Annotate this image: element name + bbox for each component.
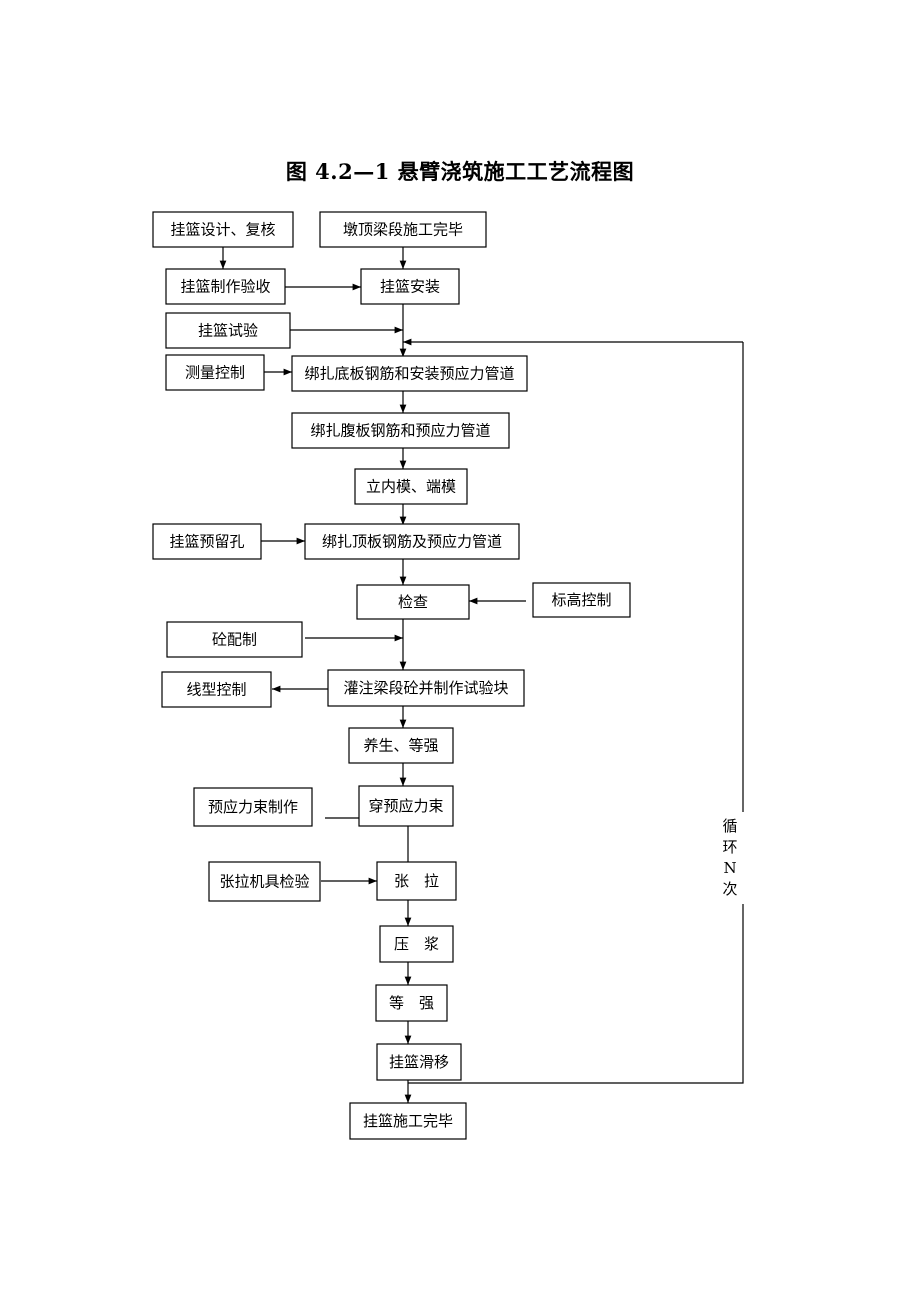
svg-text:挂篮设计、复核: 挂篮设计、复核 [170,221,275,239]
loop-char-3: N [723,859,736,877]
node-strand-making: 预应力束制作 [193,787,313,827]
node-inner-formwork: 立内模、端模 [354,468,468,505]
node-inspection: 检查 [356,584,470,620]
node-pour-concrete: 灌注梁段砼并制作试验块 [327,669,525,707]
svg-text:挂篮滑移: 挂篮滑移 [389,1053,449,1071]
svg-text:挂篮试验: 挂篮试验 [198,322,258,340]
node-hanger-move: 挂篮滑移 [376,1043,462,1081]
connectors [219,247,744,1103]
node-hanger-done: 挂篮施工完毕 [349,1102,467,1140]
svg-text:张 拉: 张 拉 [394,872,439,890]
node-bottom-rebar: 绑扎底板钢筋和安装预应力管道 [291,355,528,392]
node-pier-top-done: 墩顶梁段施工完毕 [319,211,487,248]
loop-return-line [408,342,744,1084]
node-top-rebar: 绑扎顶板钢筋及预应力管道 [304,523,520,560]
svg-text:挂篮制作验收: 挂篮制作验收 [180,278,270,296]
node-tensioning: 张 拉 [376,861,457,901]
node-grouting: 压 浆 [379,925,454,963]
node-web-rebar: 绑扎腹板钢筋和预应力管道 [291,412,510,449]
node-survey-control: 测量控制 [165,354,265,391]
svg-text:立内模、端模: 立内模、端模 [366,478,456,496]
svg-text:预应力束制作: 预应力束制作 [208,798,298,816]
svg-text:墩顶梁段施工完毕: 墩顶梁段施工完毕 [343,221,463,239]
svg-text:绑扎底板钢筋和安装预应力管道: 绑扎底板钢筋和安装预应力管道 [304,365,514,383]
node-wait-strength: 等 强 [375,984,448,1022]
svg-text:挂篮安装: 挂篮安装 [380,278,440,296]
loop-char-2: 环 [722,838,737,856]
node-hanger-design: 挂篮设计、复核 [152,211,294,248]
node-alignment-control: 线型控制 [161,671,272,708]
node-curing: 养生、等强 [348,727,454,764]
svg-text:穿预应力束: 穿预应力束 [368,797,443,815]
svg-text:线型控制: 线型控制 [186,681,246,699]
flow-nodes: 挂篮设计、复核 墩顶梁段施工完毕 挂篮制作验收 挂篮安装 挂篮试验 测量控制 绑… [152,211,631,1140]
loop-char-4: 次 [722,880,737,898]
node-jack-check: 张拉机具检验 [208,861,321,902]
loop-char-1: 循 [722,817,737,835]
node-reserved-holes: 挂篮预留孔 [152,523,262,560]
svg-text:挂篮预留孔: 挂篮预留孔 [169,533,244,551]
svg-text:压 浆: 压 浆 [394,935,439,953]
svg-text:检查: 检查 [398,593,428,611]
svg-text:等 强: 等 强 [389,994,434,1012]
node-hanger-test: 挂篮试验 [165,312,291,349]
node-hanger-fabrication: 挂篮制作验收 [165,268,286,305]
diagram-title: 图 4.2—1 悬臂浇筑施工工艺流程图 [285,159,635,184]
svg-text:灌注梁段砼并制作试验块: 灌注梁段砼并制作试验块 [343,679,508,697]
node-hanger-install: 挂篮安装 [360,268,460,305]
node-concrete-mix: 砼配制 [166,621,303,658]
loop-label: 循 环 N 次 [716,812,746,904]
svg-text:砼配制: 砼配制 [212,631,257,649]
svg-text:标高控制: 标高控制 [551,591,611,609]
node-elevation-control: 标高控制 [532,582,631,618]
svg-text:张拉机具检验: 张拉机具检验 [219,873,309,891]
node-thread-strands: 穿预应力束 [358,785,454,827]
svg-text:养生、等强: 养生、等强 [363,737,438,755]
svg-text:测量控制: 测量控制 [185,364,245,382]
svg-text:绑扎腹板钢筋和预应力管道: 绑扎腹板钢筋和预应力管道 [310,422,490,440]
svg-text:挂篮施工完毕: 挂篮施工完毕 [363,1112,453,1130]
svg-text:绑扎顶板钢筋及预应力管道: 绑扎顶板钢筋及预应力管道 [322,533,502,551]
